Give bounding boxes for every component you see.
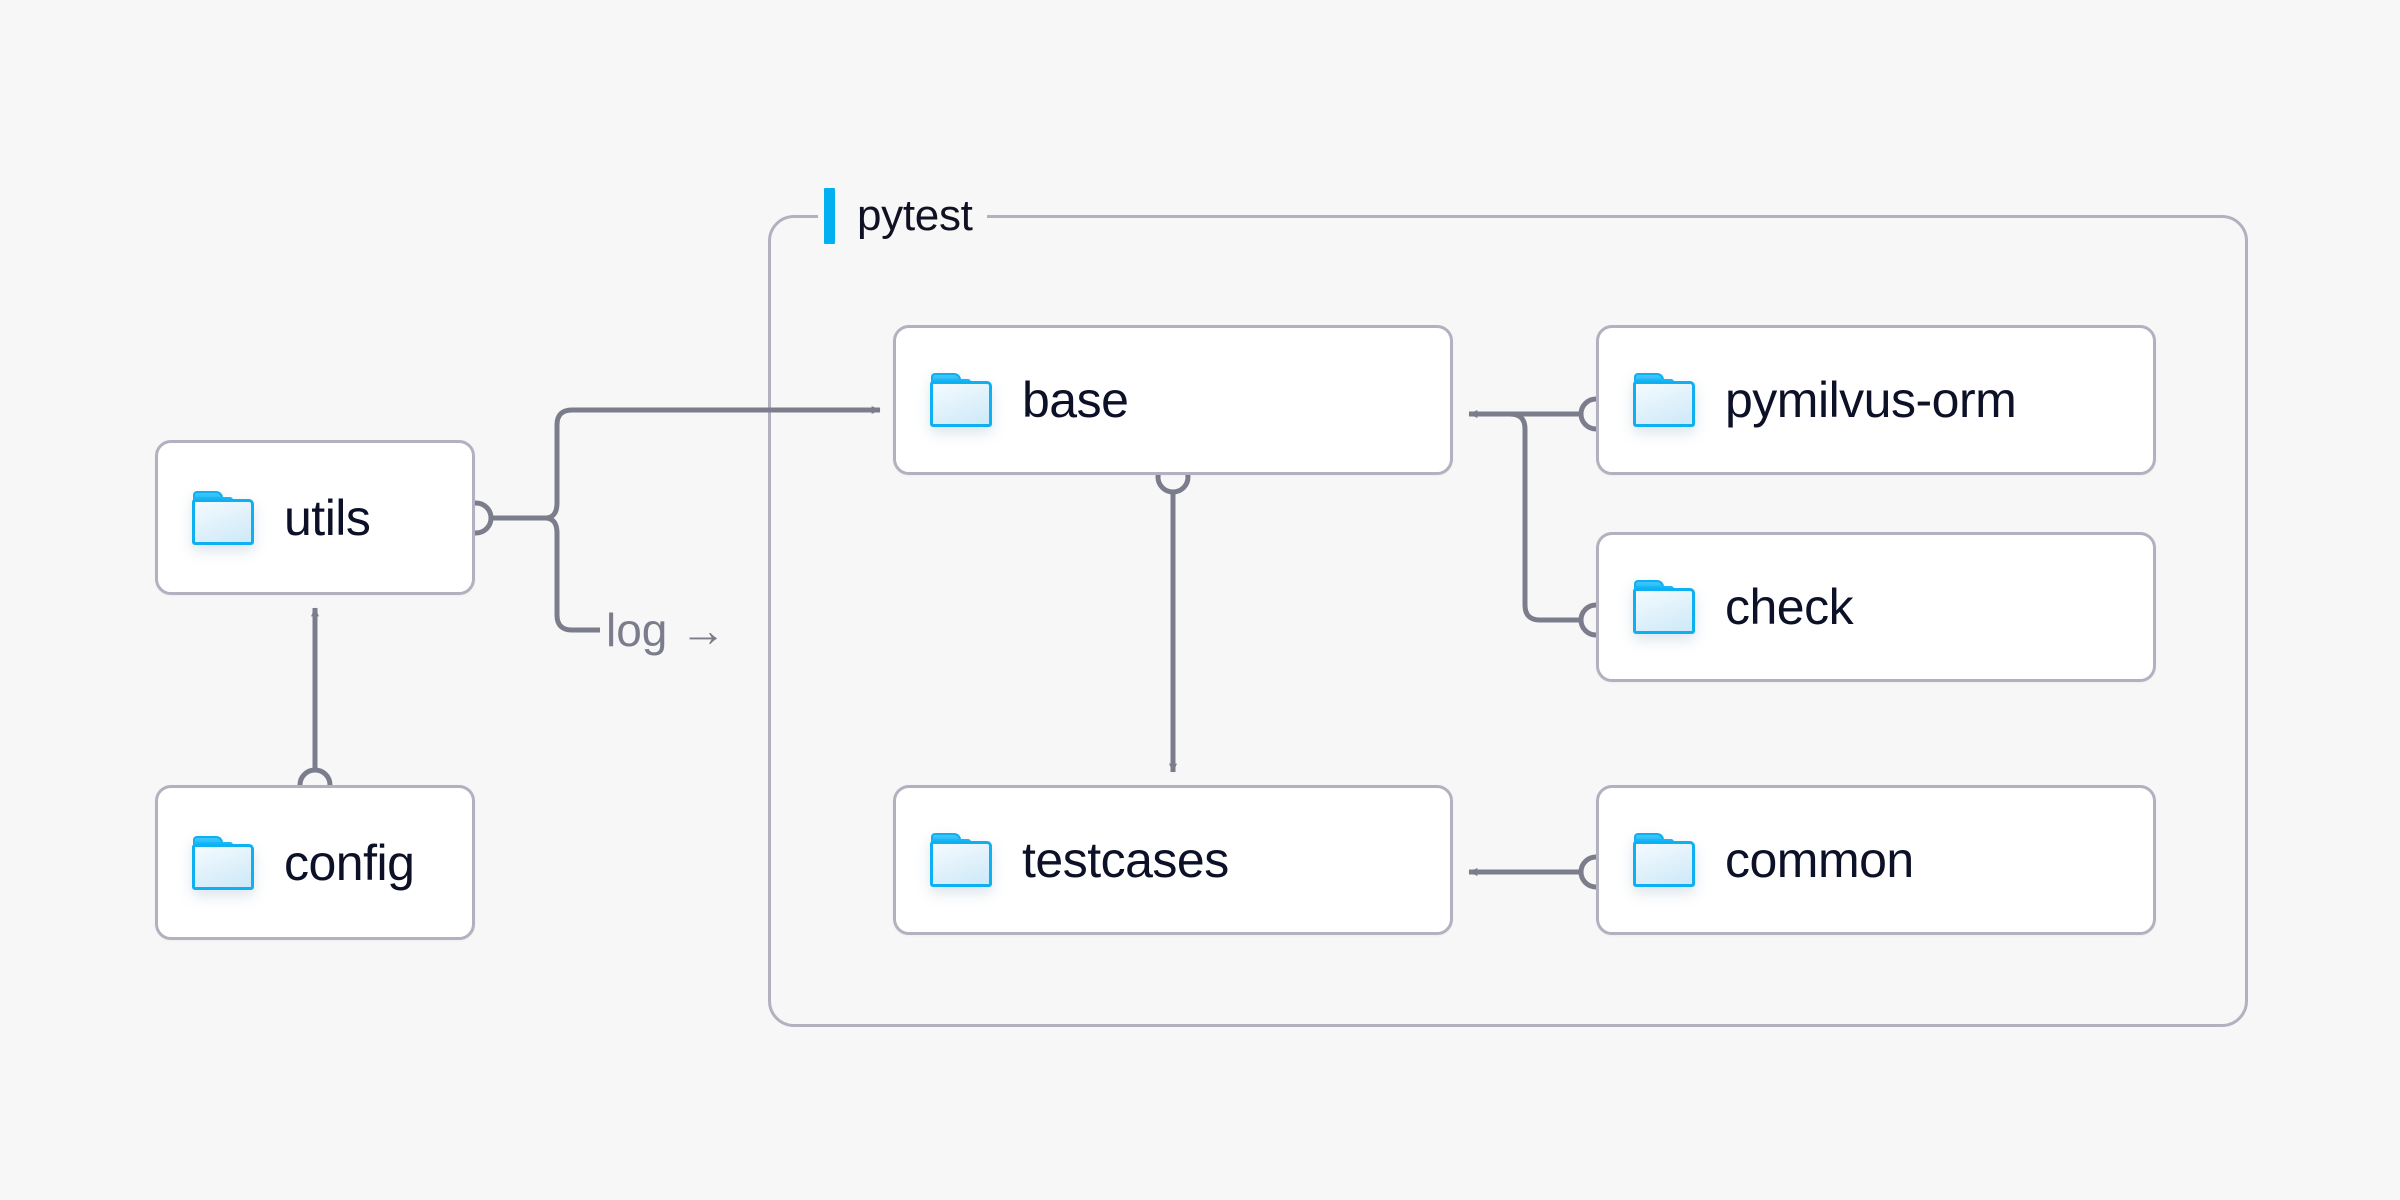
folder-icon [1633, 580, 1695, 634]
node-pymilvus-orm[interactable]: pymilvus-orm [1596, 325, 2156, 475]
node-config[interactable]: config [155, 785, 475, 940]
node-utils[interactable]: utils [155, 440, 475, 595]
group-title-text: pytest [857, 191, 973, 240]
folder-icon [192, 490, 254, 545]
folder-icon [1633, 373, 1695, 427]
node-label-base: base [1022, 372, 1129, 428]
node-check[interactable]: check [1596, 532, 2156, 682]
node-label-check: check [1725, 579, 1854, 635]
node-label-pymilvus-orm: pymilvus-orm [1725, 372, 2017, 428]
folder-icon [192, 835, 254, 890]
group-container-pytest [768, 215, 2248, 1027]
node-label-common: common [1725, 832, 1914, 888]
node-label-testcases: testcases [1022, 832, 1229, 888]
folder-icon [1633, 833, 1695, 887]
folder-icon [930, 373, 992, 427]
node-label-config: config [284, 834, 415, 891]
node-label-utils: utils [284, 489, 371, 546]
node-base[interactable]: base [893, 325, 1453, 475]
accent-bar-icon [824, 188, 835, 244]
folder-icon [930, 833, 992, 887]
group-label-pytest: pytest [818, 188, 987, 244]
node-common[interactable]: common [1596, 785, 2156, 935]
edge-label-log: log → [606, 604, 727, 656]
node-testcases[interactable]: testcases [893, 785, 1453, 935]
